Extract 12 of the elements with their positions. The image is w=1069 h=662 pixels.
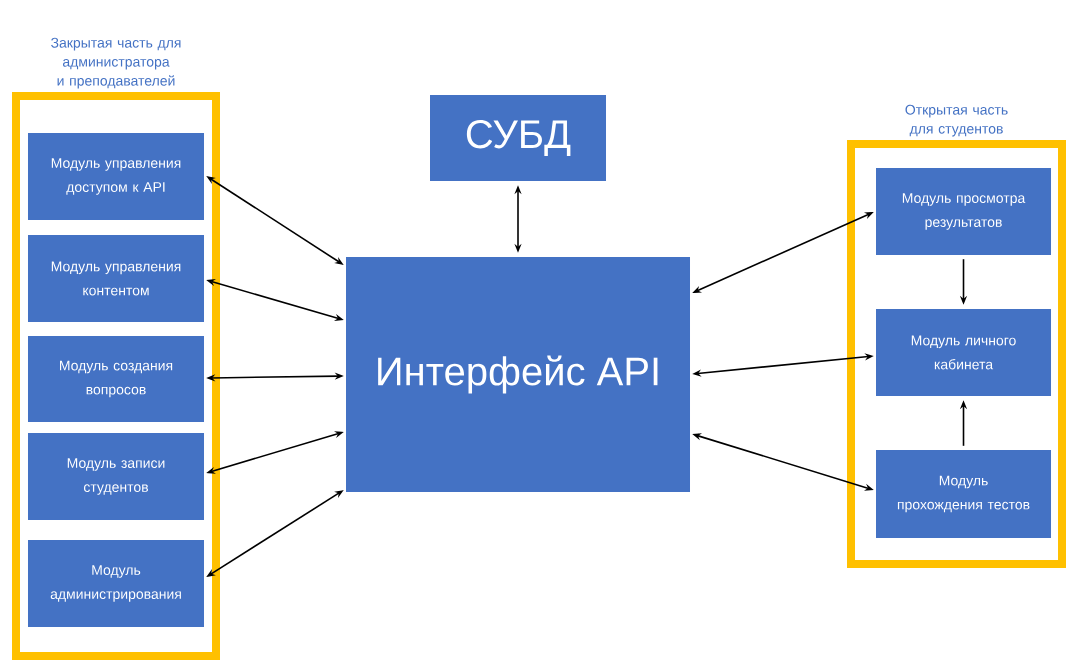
module-box: Модуль записи студентов: [28, 433, 204, 520]
process-box: Интерфейс API: [346, 257, 690, 492]
module-box: Модуль управления контентом: [28, 235, 204, 322]
process-box: СУБД: [430, 95, 606, 181]
module-box: Модуль администрирования: [28, 540, 204, 627]
module-box: Модуль просмотра результатов: [876, 168, 1051, 255]
node-label: Закрытая часть для администратора и преподавателей: [51, 37, 181, 89]
module-box: Модуль создания вопросов: [28, 336, 204, 422]
node-label: Открытая часть для студентов: [905, 104, 1008, 137]
module-box: Модуль прохождения тестов: [876, 450, 1051, 538]
module-box: Модуль управления доступом к API: [28, 133, 204, 220]
module-box: Модуль личного кабинета: [876, 309, 1051, 396]
